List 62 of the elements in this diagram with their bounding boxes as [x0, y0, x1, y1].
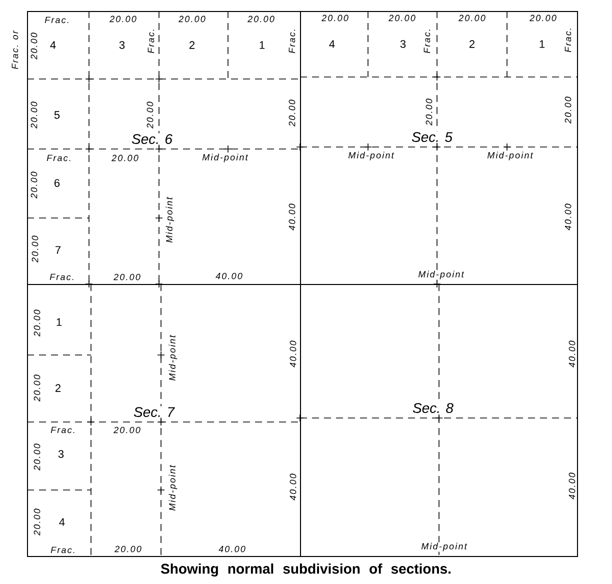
dimension-label: 20.00	[425, 98, 433, 126]
dimension-label: 20.00	[31, 234, 39, 264]
dimension-label: 20.00	[33, 374, 41, 402]
dimension-label: 20.00	[388, 14, 416, 22]
lot-number: 1	[260, 41, 265, 49]
lot-number: 4	[329, 40, 335, 48]
fraction-note: Frac.	[288, 28, 296, 54]
dimension-label: 20.00	[110, 154, 140, 162]
dimension-label: 20.00	[458, 14, 486, 22]
dimension-label: 20.00	[33, 308, 41, 338]
lot-number: 2	[56, 384, 60, 392]
lot-number: 1	[540, 40, 545, 48]
lot-number: 3	[58, 450, 64, 458]
dimension-label: 20.00	[33, 508, 41, 536]
dimension-label: 20.00	[320, 14, 350, 22]
midpoint-label: Mid-point	[202, 153, 248, 163]
caption: Showing normal subdivision of sections.	[160, 563, 451, 577]
dimension-label: 20.00	[30, 170, 38, 200]
dimension-label: 20.00	[112, 426, 142, 434]
fraction-note: Frac.	[50, 546, 76, 554]
dimension-label: 20.00	[114, 545, 142, 553]
lot-number: 2	[470, 40, 475, 48]
midpoint-label: Mid-point	[168, 464, 178, 512]
midpoint-label: Mid-point	[348, 151, 394, 161]
dimension-label: 20.00	[246, 15, 276, 23]
fraction-note: Frac.	[44, 16, 70, 24]
lot-number: 2	[190, 41, 195, 49]
dimension-label: 20.00	[288, 98, 296, 128]
dimension-label: 40.00	[288, 202, 296, 232]
dimension-label: 20.00	[178, 15, 206, 23]
midpoint-label: Mid-point	[420, 542, 468, 552]
dimension-label: 40.00	[218, 545, 246, 553]
dimension-label: 40.00	[214, 272, 244, 280]
fraction-note: Frac.	[49, 273, 76, 281]
lot-number: 6	[54, 179, 60, 187]
fraction-note: Frac.	[50, 426, 76, 434]
dimension-label: 40.00	[568, 472, 576, 500]
fraction-note: Frac.	[423, 28, 431, 54]
lot-number: 4	[59, 518, 65, 526]
dimension-label: 20.00	[564, 96, 572, 124]
lot-number: 3	[400, 40, 406, 48]
dimension-label: 20.00	[108, 15, 138, 23]
dimension-label: 40.00	[564, 202, 572, 232]
margin-note: Frac. or	[11, 30, 19, 70]
fraction-note: Frac.	[147, 28, 155, 54]
midpoint-label: Mid-point	[486, 151, 534, 161]
fraction-note: Frac.	[564, 27, 572, 54]
dimension-label: 40.00	[568, 340, 576, 368]
dimension-label: 20.00	[528, 14, 558, 22]
lot-number: 4	[50, 41, 56, 49]
dimension-label: 20.00	[112, 273, 142, 281]
lot-number: 3	[119, 41, 125, 49]
dimension-label: 20.00	[33, 442, 41, 472]
dimension-label: 20.00	[30, 100, 38, 130]
lot-number: 1	[56, 318, 62, 326]
midpoint-label: Mid-point	[168, 334, 178, 382]
midpoint-label: Mid-point	[165, 196, 175, 244]
fraction-note: Frac.	[46, 154, 72, 162]
lot-number: 7	[56, 246, 60, 254]
dimension-label: 20.00	[30, 32, 38, 60]
lot-number: 5	[54, 111, 60, 119]
dimension-label: 20.00	[146, 100, 154, 130]
